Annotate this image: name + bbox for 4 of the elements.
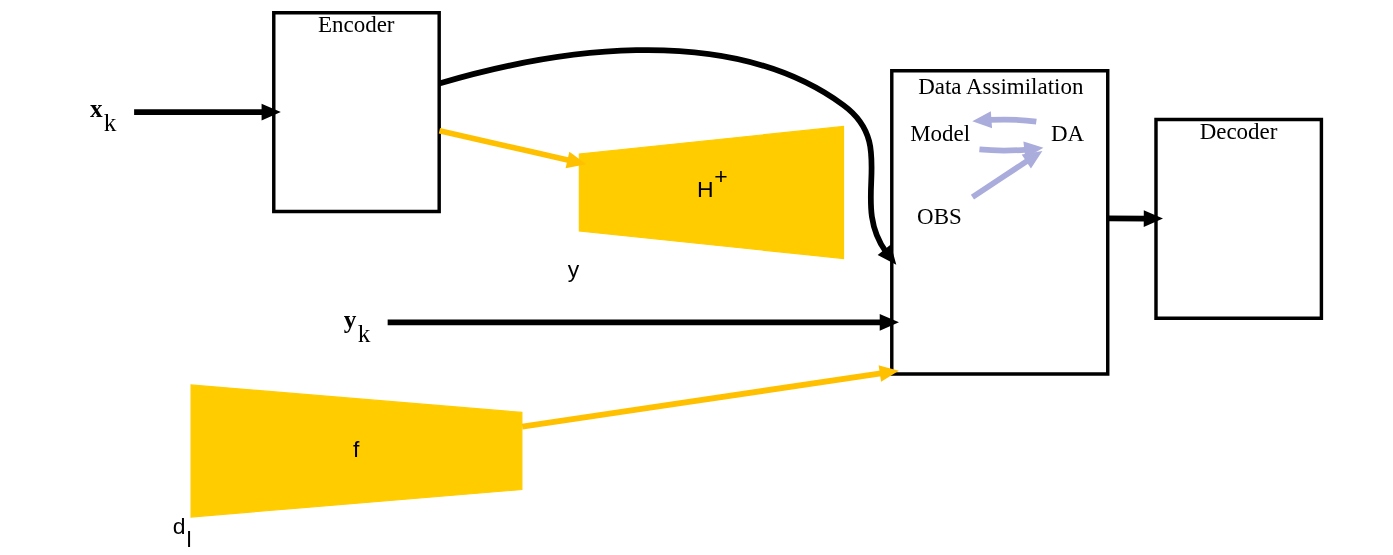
node-text: Model <box>910 120 971 146</box>
node-text: DA <box>1050 120 1085 146</box>
node-label: y <box>567 255 580 282</box>
node-text: OBS <box>917 203 962 229</box>
